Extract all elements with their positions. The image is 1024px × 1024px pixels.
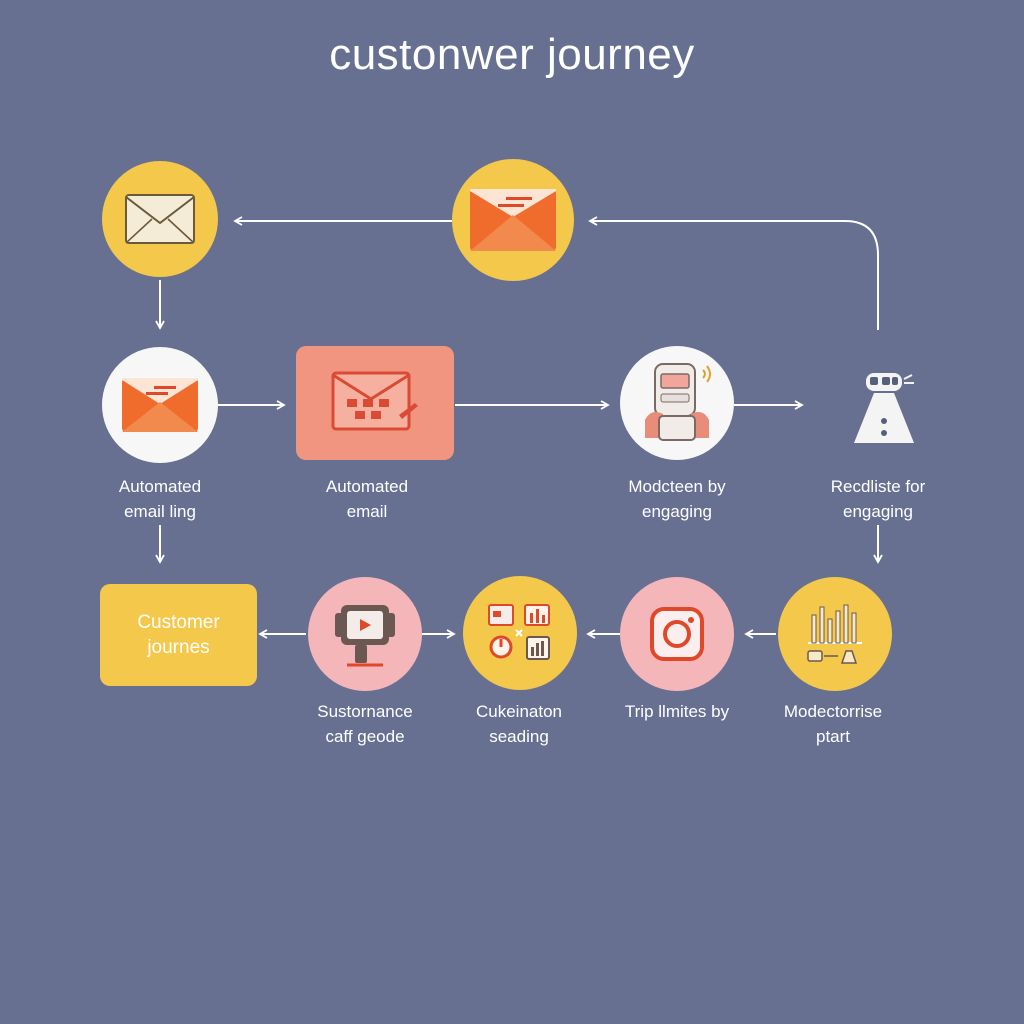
- label-line: Automated: [325, 477, 409, 496]
- label-line: Modcteen by: [628, 477, 726, 496]
- node-trip-limites[interactable]: [620, 577, 734, 691]
- orange-mail-icon: [470, 189, 556, 251]
- label-trip-limites: Trip llmites by: [577, 699, 777, 724]
- orange-mail-icon: [122, 378, 198, 432]
- label-line: Automated: [118, 477, 202, 496]
- label-line: email: [346, 502, 388, 521]
- customer-journeys-label: Customer journes: [137, 610, 219, 660]
- node-automated-email[interactable]: [296, 346, 454, 460]
- robot-bell-icon: [854, 373, 914, 443]
- node-moderation-engaging[interactable]: [620, 346, 734, 460]
- label-line: Recdliste for: [830, 477, 926, 496]
- label-line: engaging: [843, 502, 913, 521]
- label-line: email ling: [124, 502, 196, 521]
- label-line: Modectorrise: [783, 702, 883, 721]
- label-reclist-engaging: Recdliste for engaging: [778, 474, 978, 524]
- label-automated-emailing: Automated email ling: [60, 474, 260, 524]
- node-modectorrise[interactable]: [778, 577, 892, 691]
- label-moderation-engaging: Modcteen by engaging: [577, 474, 777, 524]
- arrow-right-loop-to-topcenter: [588, 216, 879, 330]
- bar-chart-icon: [807, 604, 862, 664]
- node-top-center-email[interactable]: [452, 159, 574, 281]
- label-line: ptart: [815, 727, 851, 746]
- label-modectorrise: Modectorrise ptart: [733, 699, 933, 749]
- dashboard-grid-icon: [488, 604, 550, 660]
- video-player-icon: [335, 605, 395, 667]
- diagram-title: custonwer journey: [329, 30, 695, 79]
- person-device-icon: [645, 363, 711, 441]
- node-reclist-engaging[interactable]: [820, 355, 930, 455]
- label-line: journes: [147, 637, 210, 658]
- label-line: Sustornance: [317, 702, 413, 721]
- node-customer-journeys[interactable]: Customer journes: [100, 584, 257, 686]
- instagram-icon: [650, 607, 704, 661]
- label-line: caff geode: [325, 727, 405, 746]
- label-line: Cukeinaton: [475, 702, 562, 721]
- label-line: Trip llmites by: [624, 702, 730, 721]
- label-line: Customer: [137, 612, 220, 633]
- email-calendar-icon: [331, 371, 418, 431]
- envelope-outline-icon: [125, 194, 195, 244]
- label-cukeinaton: Cukeinaton seading: [419, 699, 619, 749]
- label-line: engaging: [642, 502, 712, 521]
- node-sustornance[interactable]: [308, 577, 422, 691]
- node-top-left-envelope[interactable]: [102, 161, 218, 277]
- label-automated-email: Automated email: [267, 474, 467, 524]
- node-cukeinaton[interactable]: [463, 576, 577, 690]
- label-line: seading: [489, 727, 549, 746]
- node-automated-emailing[interactable]: [102, 347, 218, 463]
- label-sustornance: Sustornance caff geode: [265, 699, 465, 749]
